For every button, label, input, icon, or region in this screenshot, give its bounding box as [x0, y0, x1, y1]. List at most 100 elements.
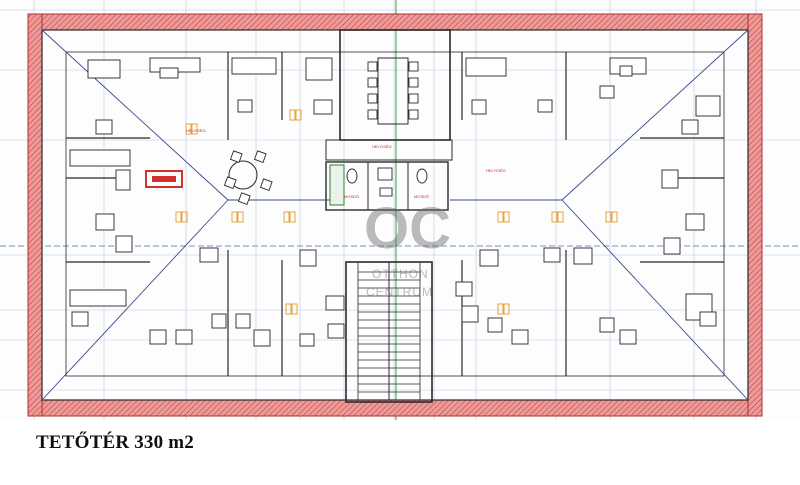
window-marker	[557, 211, 564, 223]
window-marker	[191, 123, 198, 135]
chair	[367, 77, 378, 88]
desk	[95, 213, 115, 231]
window-marker	[503, 211, 510, 223]
watermark: OC OTTHON CENTRUM	[364, 196, 451, 299]
window-marker	[497, 211, 504, 223]
window-marker	[185, 123, 192, 135]
label-wc-right: MOSDÓ	[414, 194, 429, 199]
desk	[235, 313, 251, 329]
desk	[115, 169, 131, 191]
chair	[408, 77, 419, 88]
desk	[487, 317, 503, 333]
central-core	[325, 29, 453, 403]
watermark-monogram: OC	[364, 196, 451, 261]
roof-hip-lines	[41, 29, 749, 401]
chair	[223, 176, 237, 189]
desk	[69, 289, 127, 307]
desk	[327, 323, 345, 339]
chair	[229, 150, 243, 163]
desk	[461, 305, 479, 323]
desk	[231, 57, 277, 75]
desk	[455, 281, 473, 297]
label-wc-left: MOSDÓ	[344, 194, 359, 199]
desk	[299, 333, 315, 347]
window-marker	[231, 211, 238, 223]
desk	[299, 249, 317, 267]
desk	[619, 329, 637, 345]
desk	[695, 95, 721, 117]
desk	[95, 119, 113, 135]
chair	[408, 61, 419, 72]
desk	[599, 85, 615, 99]
desk	[313, 99, 333, 115]
equipment-box	[145, 170, 183, 188]
desk	[325, 295, 345, 311]
chair	[367, 109, 378, 120]
desk	[663, 237, 681, 255]
desk	[599, 317, 615, 333]
floor-plan-area: HELYISÉG HELYISÉG HELYISÉG MOSDÓ MOSDÓ O…	[0, 0, 800, 420]
meeting-table	[377, 57, 409, 125]
window-marker	[181, 211, 188, 223]
desk	[699, 311, 717, 327]
floor-plan-caption: TETŐTÉR 330 m2	[36, 432, 194, 453]
chair	[253, 150, 267, 163]
round-table	[228, 160, 258, 190]
desk	[199, 247, 219, 263]
desk	[471, 99, 487, 115]
desk	[681, 119, 699, 135]
room-partitions	[66, 52, 724, 376]
desk	[253, 329, 271, 347]
window-marker	[289, 109, 296, 121]
watermark-line1: OTTHON	[372, 267, 429, 281]
desk	[537, 99, 553, 113]
round-table-chairs	[223, 150, 273, 205]
window-marker	[175, 211, 182, 223]
window-marker	[291, 303, 298, 315]
chair	[259, 178, 273, 191]
desk	[69, 149, 131, 167]
label-center-top: HELYISÉG	[372, 144, 392, 149]
window-marker	[295, 109, 302, 121]
window-markers	[175, 109, 618, 315]
desk	[211, 313, 227, 329]
desk	[175, 329, 193, 345]
desk	[479, 249, 499, 267]
window-marker	[289, 211, 296, 223]
desk	[543, 247, 561, 263]
desk	[619, 65, 633, 77]
desk	[511, 329, 529, 345]
desk	[685, 213, 705, 231]
staircase	[358, 271, 420, 393]
floor-plan-drawing: HELYISÉG HELYISÉG HELYISÉG MOSDÓ MOSDÓ O…	[0, 0, 800, 420]
desk	[71, 311, 89, 327]
label-left-top: HELYISÉG	[186, 128, 206, 133]
desk	[87, 59, 121, 79]
meeting-chairs	[367, 61, 419, 120]
chair	[237, 192, 251, 205]
wc-fixtures	[346, 167, 428, 197]
window-marker	[283, 211, 290, 223]
desk	[573, 247, 593, 265]
chair	[408, 109, 419, 120]
desk	[159, 67, 179, 79]
window-marker	[611, 211, 618, 223]
desk	[115, 235, 133, 253]
label-right-top: HELYISÉG	[486, 168, 506, 173]
office-desks	[69, 57, 721, 347]
window-marker	[497, 303, 504, 315]
desk	[149, 329, 167, 345]
watermark-line2: CENTRUM	[366, 285, 433, 299]
desk	[661, 169, 679, 189]
window-marker	[237, 211, 244, 223]
window-marker	[503, 303, 510, 315]
chair	[367, 93, 378, 104]
desk	[465, 57, 507, 77]
chair	[408, 93, 419, 104]
window-marker	[285, 303, 292, 315]
desk	[237, 99, 253, 113]
window-marker	[605, 211, 612, 223]
window-marker	[551, 211, 558, 223]
chair	[367, 61, 378, 72]
desk	[305, 57, 333, 81]
